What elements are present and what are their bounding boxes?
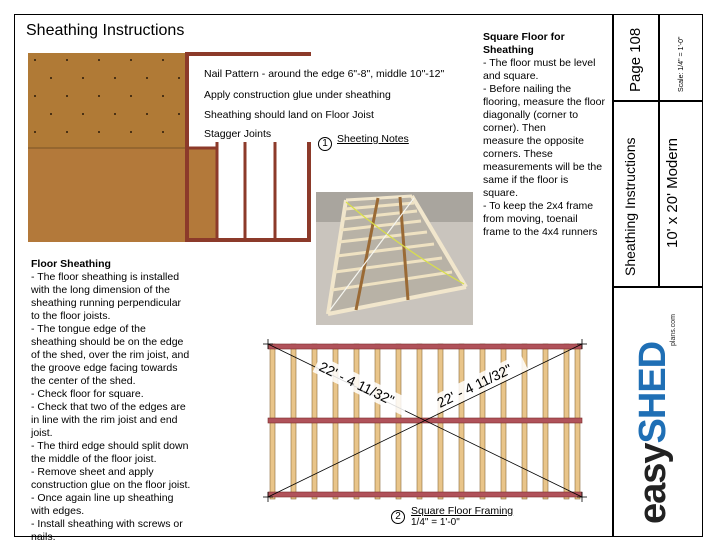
note-line: corner). Then (483, 122, 546, 134)
note-line: to the floor joists. (31, 310, 111, 322)
note-line: and square. (483, 70, 539, 82)
plan-note-nail-pattern: Nail Pattern - around the edge 6"-8", mi… (204, 68, 445, 80)
notes-backdrop (189, 56, 317, 142)
note-line: with the long dimension of the (31, 284, 170, 296)
note-line: - To keep the 2x4 frame (483, 200, 594, 212)
easyshed-logo: easySHED (632, 342, 675, 524)
note-line: the center of the shed. (31, 375, 136, 387)
note-line: from moving, toenail (483, 213, 578, 225)
note-line: same if the floor is (483, 174, 569, 186)
note-line: - Install sheathing with screws or (31, 518, 183, 530)
note-line: - The third edge should split down (31, 440, 189, 452)
note-line: - The tongue edge of the (31, 323, 146, 335)
note-line: - Check that two of the edges are (31, 401, 186, 413)
title-block-divider (612, 14, 614, 537)
logo-word-easy: easy (632, 443, 674, 524)
note-line: - The floor must be level (483, 57, 596, 69)
callout-label-sheeting-notes: Sheeting Notes (337, 133, 409, 145)
note-line: diagonally (corner to (483, 109, 579, 121)
title-block-rule-2 (612, 286, 703, 288)
callout-label-square-floor-framing: Square Floor Framing (411, 505, 514, 517)
diagonal-measure-line (267, 343, 583, 498)
note-line: square. (483, 187, 519, 199)
square-floor-notes: Square Floor for Sheathing - The floor m… (483, 31, 611, 239)
note-line: - The floor sheathing is installed (31, 271, 180, 283)
callout-scale: 1/4" = 1'-0" (411, 517, 460, 528)
note-line: the middle of the floor joist. (31, 453, 157, 465)
note-line: - Remove sheet and apply (31, 466, 154, 478)
plan-note-joist: Sheathing should land on Floor Joist (204, 109, 374, 121)
square-floor-heading: Sheathing (483, 44, 534, 56)
sheathing-plan-drawing (28, 52, 317, 242)
floor-sheathing-notes: Floor Sheathing - The floor sheathing is… (31, 258, 221, 544)
title-block-rule-1 (612, 100, 703, 102)
page-title: Sheathing Instructions (26, 22, 185, 39)
floor-sheathing-heading: Floor Sheathing (31, 258, 111, 270)
note-line: measurements will be the (483, 161, 603, 173)
plan-note-glue: Apply construction glue under sheathing (204, 89, 391, 101)
nail-pattern (34, 59, 180, 133)
note-line: sheathing running perpendicular (31, 297, 182, 309)
logo-word-shed: SHED (632, 341, 674, 444)
callout-number-1: 1 (318, 137, 332, 151)
drawing-frame (14, 14, 703, 537)
osb-sheet-lower (28, 148, 216, 242)
note-line: corners. These (483, 148, 553, 160)
osb-sheet-upper (28, 53, 186, 148)
note-line: of the shed, over the rim joist, and (31, 349, 190, 361)
title-block-rule-3 (658, 14, 660, 286)
title-block-model: 10' x 20' Modern (664, 138, 681, 248)
floor-frame-photo (316, 192, 473, 325)
square-floor-framing-drawing: 22' - 4 11/32" 22' - 4 11/32" (263, 339, 587, 502)
note-line: sheathing should be on the edge (31, 336, 184, 348)
note-line: - Before nailing the (483, 83, 572, 95)
note-line: in line with the rim joist and end (31, 414, 178, 426)
note-line: measure the opposite (483, 135, 584, 147)
note-line: - Check floor for square. (31, 388, 144, 400)
title-block-scale: Scale: 1/4" = 1'-0" (678, 36, 685, 92)
note-line: the groove edge facing towards (31, 362, 178, 374)
logo-site: plans.com (670, 314, 677, 346)
square-floor-heading: Square Floor for (483, 31, 565, 43)
note-line: frame to the 4x4 runners (483, 226, 598, 238)
diagonal-label-right: 22' - 4 11/32" (430, 353, 529, 414)
title-block-page-number: Page 108 (627, 27, 644, 92)
note-line: construction glue on the floor joist. (31, 479, 191, 491)
title-block-doc-title: Sheathing Instructions (622, 137, 638, 276)
plan-note-stagger: Stagger Joints (204, 128, 272, 140)
note-line: with edges. (31, 505, 85, 517)
note-line: nails. (31, 531, 56, 543)
callout-number-2: 2 (391, 510, 405, 524)
note-line: joist. (31, 427, 53, 439)
note-line: - Once again line up sheathing (31, 492, 174, 504)
note-line: flooring, measure the floor (483, 96, 605, 108)
